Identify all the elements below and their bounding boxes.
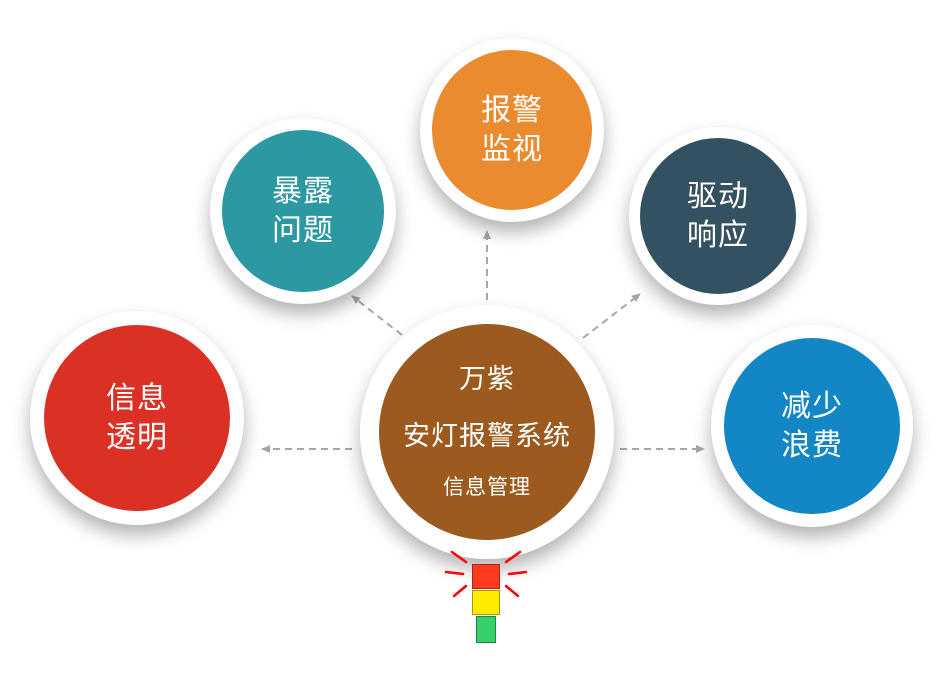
node-drive-response: 驱动 响应 xyxy=(629,127,807,305)
node-reduce-waste: 减少 浪费 xyxy=(711,325,913,527)
node-label-line: 减少 xyxy=(781,389,843,424)
andon-green-lamp xyxy=(476,616,496,643)
node-label-line: 透明 xyxy=(106,420,168,455)
node-expose-problems: 暴露 问题 xyxy=(210,118,396,304)
node-label-line: 驱动 xyxy=(687,179,749,214)
node-label-line: 浪费 xyxy=(781,428,843,463)
center-line-company: 万紫 xyxy=(459,363,515,395)
alarm-rays-icon xyxy=(444,550,528,598)
arrow-to-drive-response xyxy=(582,293,641,339)
center-node-andon-system: 万紫 安灯报警系统 信息管理 xyxy=(360,305,614,559)
node-information-transparency: 信息 透明 xyxy=(30,311,244,525)
node-label-line: 问题 xyxy=(272,213,334,248)
node-label-line: 报警 xyxy=(481,93,543,128)
arrow-to-expose-problems xyxy=(351,295,403,336)
andon-yellow-lamp xyxy=(472,590,500,615)
andon-red-lamp xyxy=(472,564,500,589)
node-label-line: 响应 xyxy=(687,218,749,253)
andon-stack-light xyxy=(436,550,536,650)
node-label-line: 信息 xyxy=(106,381,168,416)
node-label-line: 监视 xyxy=(481,132,543,167)
node-alarm-monitoring: 报警 监视 xyxy=(420,38,604,222)
node-label-line: 暴露 xyxy=(272,174,334,209)
center-line-management: 信息管理 xyxy=(443,475,531,500)
center-line-system: 安灯报警系统 xyxy=(403,421,571,453)
